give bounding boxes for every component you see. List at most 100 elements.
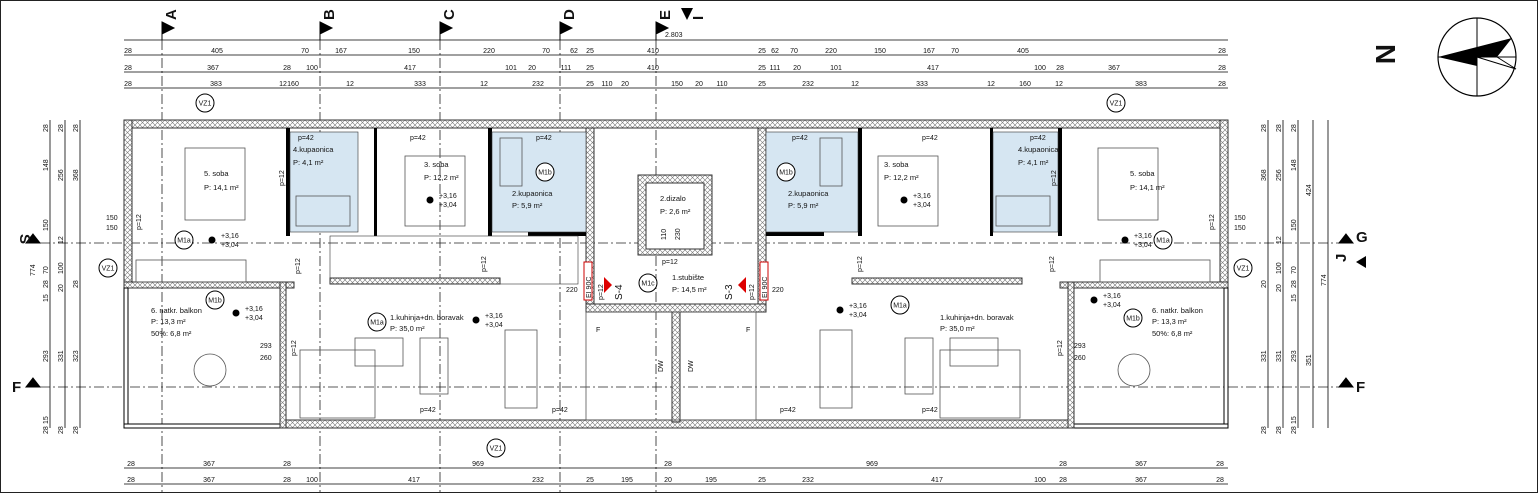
level-top: +3,16 [913,193,931,200]
p12-label: p=12 [1209,214,1216,230]
dimension-label: 424 [1306,184,1313,196]
dimension-label: 70 [790,48,798,55]
axis-label-e: E [657,10,674,20]
dimension-label: 367 [1108,65,1120,72]
dimension-label: 15 [43,294,50,302]
p12-label: p=12 [136,214,143,230]
p12-label: p=12 [1051,170,1058,186]
dimension-label: 28 [283,461,291,468]
dimension-label: 150 [43,219,50,231]
svg-text:p=42: p=42 [420,407,436,414]
section-marker-s: S [16,233,42,244]
dimension-label: 15 [1291,294,1298,302]
level-marker-icon [836,306,844,314]
axis-markers: A B C D E I S F GJ F [12,8,1368,396]
tag-m1b: M1b [538,170,552,177]
room-name: 1.kuhinja+dn. boravak [940,313,1014,322]
dimension-lines [49,39,1329,485]
svg-text:p=42: p=42 [536,135,552,142]
dimension-label: 111 [561,65,572,72]
level-bottom: +3,04 [1103,302,1121,309]
fridge-label: F [746,327,750,334]
section-label-f: F [1356,379,1365,396]
room-area: P: 13,3 m² [151,317,186,326]
dimension-label: 100 [1276,262,1283,274]
room-name: 3. soba [884,160,909,169]
level-marker-icon [208,236,216,244]
fire-door-label: EI 90C [762,277,769,298]
furniture [135,137,1211,421]
north-arrow: N [1370,17,1517,97]
dimension-label: 25 [586,65,594,72]
dimension-label: 232 [802,81,814,88]
axis-marker-e: E [655,10,674,40]
dimension-label: 351 [1306,354,1313,366]
tag-circle [776,162,796,182]
dimension-label: 28 [43,426,50,434]
tag-vz1: VZ1 [199,101,212,108]
dimension-label: 25 [586,48,594,55]
level-top: +3,16 [439,193,457,200]
tag-vz1: VZ1 [1110,101,1123,108]
dimension-label: 167 [335,48,347,55]
svg-text:p=42: p=42 [780,407,796,414]
level-bottom: +3,04 [1134,242,1152,249]
section-label-i: I [690,16,707,20]
dimension-label: 20 [1276,284,1283,292]
tag-circle [638,273,658,293]
room-name: 5. soba [1130,169,1155,178]
dimension-label: 28 [1216,461,1224,468]
level-marker-icon [426,196,434,204]
p12-label: p=12 [598,284,605,300]
p12-label: p=12 [279,170,286,186]
level-bottom: +3,04 [439,202,457,209]
dimension-label: 28 [58,124,65,132]
dimension-label: 28 [124,65,132,72]
dimension-label: 160 [1019,81,1031,88]
level-marker-icon [472,316,480,324]
axis-marker-a: A [161,9,180,40]
tag-circle [1233,258,1253,278]
svg-text:150: 150 [1234,225,1246,232]
level-top: +3,16 [1134,233,1152,240]
room-tags: M1aM1bM1bM1aM1cM1bM1aM1aM1bVZ1VZ1VZ1VZ1V… [98,93,1253,458]
tag-m1c: M1c [641,281,655,288]
svg-text:110: 110 [661,229,668,240]
dimension-label: 20 [58,284,65,292]
dimension-label: 256 [58,169,65,181]
room-area: P: 2,6 m² [660,207,691,216]
dimension-label: 15 [43,416,50,424]
tag-circle [1123,308,1143,328]
dimension-label: 20 [621,81,629,88]
dimension-label: 70 [43,266,50,274]
section-marker-f-right: F [1337,377,1365,396]
tag-m1b: M1b [208,298,222,305]
svg-text:p=42: p=42 [552,407,568,414]
section-marker-i: I [681,8,707,20]
dimension-label: 160 [287,81,299,88]
dimension-label: 100 [306,65,318,72]
level-marker-icon [1121,236,1129,244]
section-label-s: S [16,234,33,244]
dimension-label: 367 [203,461,215,468]
dimension-label: 12 [279,81,287,88]
axis-label-b: B [321,9,338,20]
fridge-label: F [596,327,600,334]
svg-text:p=42: p=42 [922,135,938,142]
dimension-label: 28 [1291,280,1298,288]
tag-m1a: M1a [370,320,384,327]
room-area: P: 14,1 m² [1130,183,1165,192]
axis-marker-c: C [439,9,458,40]
room-name: 1.stubište [672,273,704,282]
dimension-label: 28 [1216,477,1224,484]
dimension-label: 232 [532,81,544,88]
dimension-label: 969 [866,461,878,468]
svg-text:230: 230 [675,228,682,240]
dimension-label: 28 [1261,426,1268,434]
fire-door-label: EI 90C [586,277,593,298]
overall-length-dimension: 2.803 [665,32,683,39]
tag-circle [195,93,215,113]
dimension-label: 28 [127,477,135,484]
dimension-label: 25 [586,81,594,88]
